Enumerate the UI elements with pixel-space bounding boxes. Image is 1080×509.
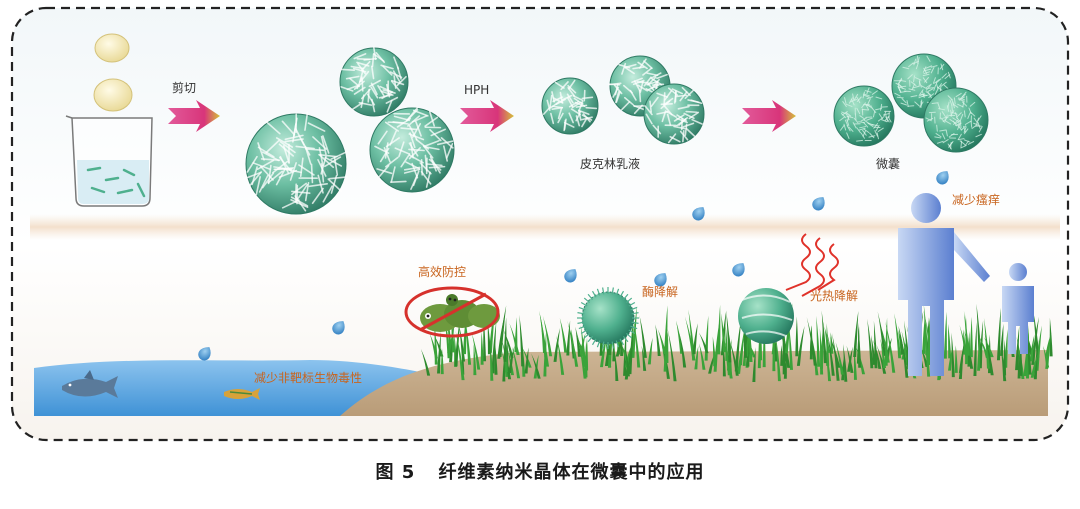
- caption-title: 纤维素纳米晶体在微囊中的应用: [439, 458, 705, 484]
- toxicity-label: 减少非靶标生物毒性: [254, 371, 362, 385]
- control-label: 高效防控: [418, 264, 466, 279]
- figure-caption: 图 5 纤维素纳米晶体在微囊中的应用: [0, 458, 1080, 484]
- photothermal-capsule: [738, 288, 794, 344]
- caption-number: 图 5: [375, 458, 415, 484]
- microcapsule-sphere: [834, 86, 894, 146]
- cnc-coated-droplet: [644, 84, 704, 144]
- microcapsule-label: 微囊: [876, 156, 900, 171]
- pickering-label: 皮克林乳液: [580, 156, 640, 171]
- cnc-coated-droplet: [542, 78, 598, 134]
- itch-label: 减少瘙痒: [952, 192, 1000, 207]
- enzyme-label: 酶降解: [642, 284, 678, 299]
- shear-label: 剪切: [172, 80, 196, 95]
- photothermal-label: 光热降解: [810, 289, 858, 303]
- microcapsule-sphere: [924, 88, 988, 152]
- cnc-coated-droplet: [340, 47, 408, 116]
- hph-label: HPH: [464, 83, 489, 97]
- cnc-coated-droplet: [370, 108, 454, 192]
